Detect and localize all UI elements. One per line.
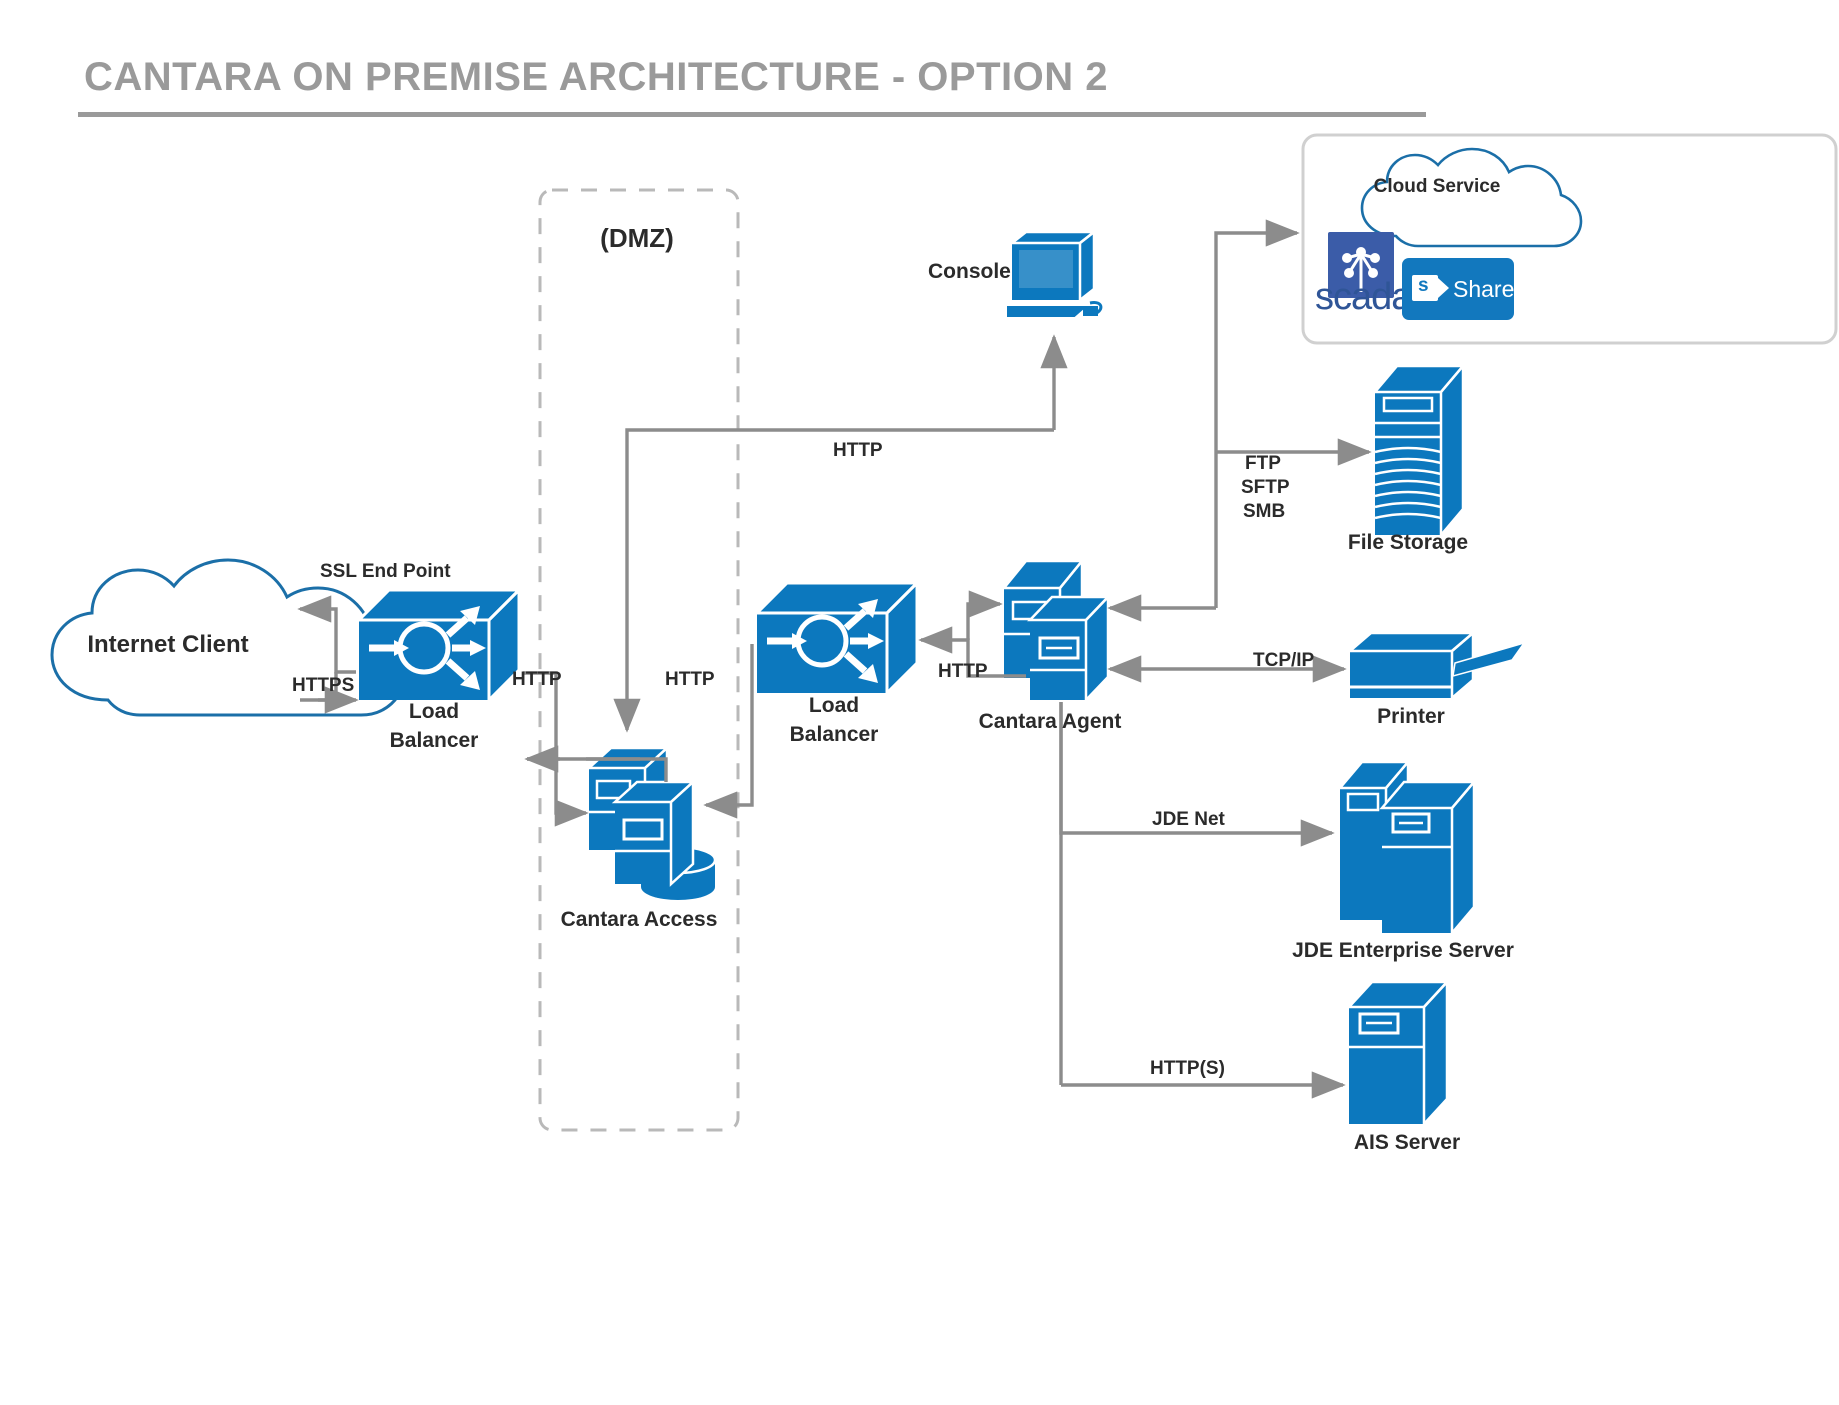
printer-label: Printer <box>1377 705 1445 728</box>
load-balancer-1-label-line2: Balancer <box>389 729 479 752</box>
jde-enterprise-server-label: JDE Enterprise Server <box>1292 939 1514 962</box>
ssl-end-point-label: SSL End Point <box>320 561 451 582</box>
file-storage-icon <box>1372 362 1466 539</box>
load-balancer-1-icon <box>355 586 523 704</box>
http-console-label: HTTP <box>833 440 883 461</box>
title-underline <box>78 112 1426 117</box>
ais-server-icon <box>1346 978 1450 1128</box>
load-balancer-2-icon <box>753 579 921 697</box>
cloud-service-label: Cloud Service <box>1373 176 1501 197</box>
cloud-service-cloud-icon <box>1360 147 1583 248</box>
conn-agent-to-cloud-service <box>1214 219 1300 608</box>
https-ais-label: HTTP(S) <box>1150 1058 1225 1079</box>
conn-lb2-to-cantara-access <box>703 644 754 819</box>
cantara-agent-label: Cantara Agent <box>978 710 1122 733</box>
cantara-access-icon <box>585 745 717 900</box>
https-label: HTTPS <box>292 675 355 696</box>
load-balancer-1-label-line1: Load <box>408 700 460 723</box>
ais-server-label: AIS Server <box>1353 1131 1461 1154</box>
scada-logo-text: scada <box>1315 276 1412 318</box>
connectors <box>297 219 1372 1099</box>
file-storage-label: File Storage <box>1347 531 1469 554</box>
http-access-lb2-label: HTTP <box>665 669 715 690</box>
console-desktop-icon <box>1005 229 1103 319</box>
sharepoint-logo-text: SharePoint <box>1453 276 1567 302</box>
load-balancer-2-label-line1: Load <box>808 694 860 717</box>
http-lb1-access-label: HTTP <box>512 669 562 690</box>
sharepoint-badge-letter: s <box>1418 275 1429 296</box>
jde-net-label: JDE Net <box>1152 809 1225 830</box>
sharepoint-chevron-icon <box>1438 278 1449 298</box>
jde-enterprise-server-icon <box>1337 758 1477 937</box>
cantara-access-label: Cantara Access <box>560 908 718 931</box>
page-title: CANTARA ON PREMISE ARCHITECTURE - OPTION… <box>84 55 1108 99</box>
dmz-label: (DMZ) <box>600 223 674 253</box>
smb-label: SMB <box>1243 501 1286 522</box>
scada-logo-box <box>1328 232 1394 298</box>
dmz-zone <box>538 188 740 1132</box>
internet-client-label: Internet Client <box>87 631 249 658</box>
conn-lb1-to-cantara-access <box>523 671 589 827</box>
tcpip-label: TCP/IP <box>1253 650 1315 671</box>
conn-lb1-to-internet-client <box>297 595 356 674</box>
conn-agent-to-lb2 <box>918 626 1026 678</box>
console-label: Console <box>928 260 1011 283</box>
conn-console-down-to-access <box>613 428 1054 733</box>
http-lb2-agent-label: HTTP <box>938 661 988 682</box>
cantara-agent-icon <box>1001 557 1111 704</box>
load-balancer-2-label-line2: Balancer <box>789 723 879 746</box>
conn-lb2-to-agent <box>966 590 1003 640</box>
sftp-label: SFTP <box>1241 477 1290 498</box>
printer-icon <box>1346 630 1526 701</box>
sharepoint-badge-square <box>1412 275 1438 301</box>
ftp-label: FTP <box>1245 453 1281 474</box>
scada-flower-icon <box>1342 247 1380 292</box>
